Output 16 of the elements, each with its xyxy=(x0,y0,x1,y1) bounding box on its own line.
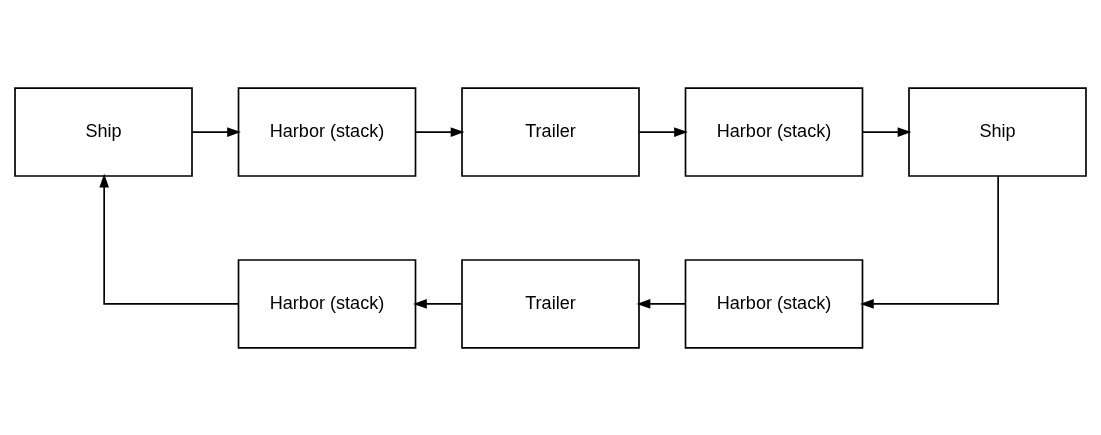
arrow xyxy=(413,298,463,309)
node-box: Trailer xyxy=(461,258,640,349)
node-box: Ship xyxy=(908,86,1087,177)
node-box: Harbor (stack) xyxy=(684,258,864,349)
arrow xyxy=(860,175,999,309)
arrow xyxy=(415,126,465,137)
node-box: Trailer xyxy=(461,86,640,177)
node-box: Ship xyxy=(14,86,193,177)
arrow xyxy=(99,173,240,305)
node-box: Harbor (stack) xyxy=(684,86,864,177)
arrow xyxy=(638,126,688,137)
node-box: Harbor (stack) xyxy=(237,86,417,177)
arrow xyxy=(862,126,912,137)
node-box: Harbor (stack) xyxy=(237,258,417,349)
arrow xyxy=(636,298,686,309)
arrow xyxy=(191,126,241,137)
